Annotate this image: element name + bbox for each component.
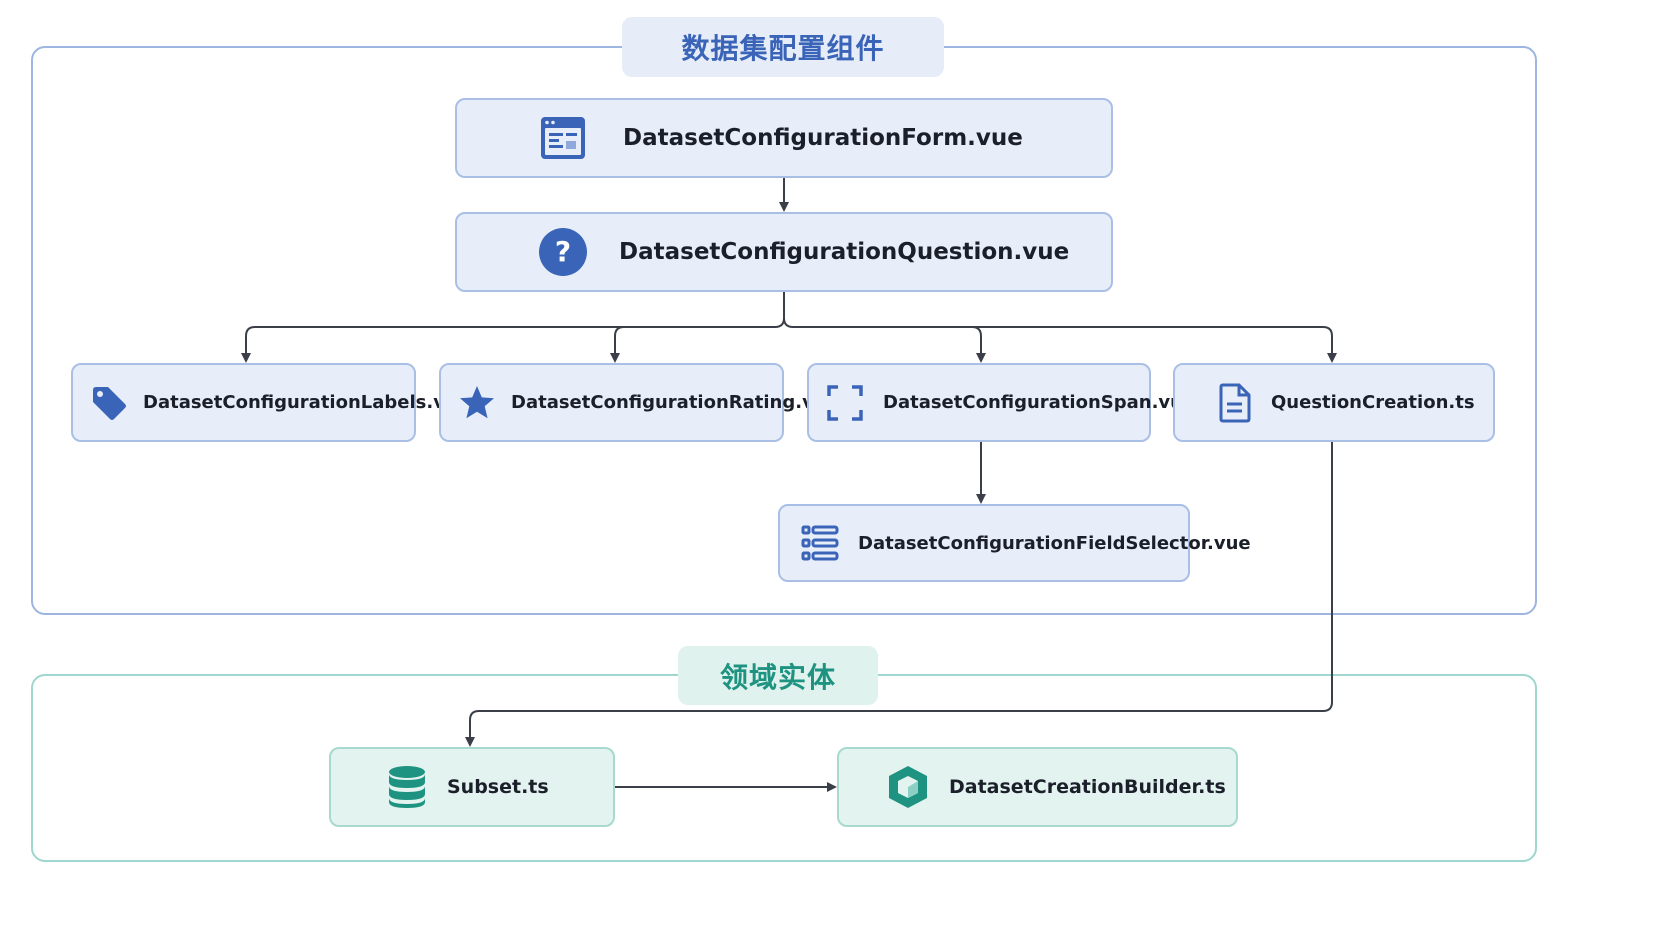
node-dataset-creation-builder[interactable]: DatasetCreationBuilder.ts: [837, 747, 1238, 827]
tag-icon: [89, 384, 129, 422]
node-question-creation[interactable]: QuestionCreation.ts: [1173, 363, 1495, 442]
components-group-title: 数据集配置组件: [622, 17, 944, 77]
node-label: DatasetConfigurationSpan.vue: [883, 392, 1196, 413]
star-icon: [457, 384, 497, 422]
node-dataset-configuration-rating[interactable]: DatasetConfigurationRating.vue: [439, 363, 839, 442]
database-icon: [385, 765, 429, 809]
edge-question-to-span: [783, 317, 986, 363]
document-icon: [1215, 383, 1255, 423]
span-brackets-icon: [825, 384, 865, 422]
node-label: QuestionCreation.ts: [1271, 392, 1475, 413]
domain-group-title: 领域实体: [678, 646, 878, 705]
node-dataset-configuration-question[interactable]: ? DatasetConfigurationQuestion.vue: [455, 212, 1113, 292]
node-dataset-configuration-labels[interactable]: DatasetConfigurationLabels.vue: [71, 363, 470, 442]
edge-question-to-rating: [610, 326, 625, 363]
edge-question-to-questioncreation: [972, 326, 1337, 363]
node-label: DatasetConfigurationQuestion.vue: [619, 239, 1070, 265]
form-window-icon: [537, 115, 589, 161]
question-circle-icon: ?: [537, 227, 589, 277]
list-icon: [800, 524, 840, 562]
node-dataset-configuration-form[interactable]: DatasetConfigurationForm.vue: [455, 98, 1113, 178]
node-dataset-configuration-field-selector[interactable]: DatasetConfigurationFieldSelector.vue: [778, 504, 1251, 582]
node-label: DatasetConfigurationForm.vue: [623, 125, 1023, 151]
node-label: DatasetCreationBuilder.ts: [949, 776, 1226, 798]
cube-icon: [885, 764, 931, 810]
node-label: DatasetConfigurationFieldSelector.vue: [858, 532, 1251, 554]
node-subset[interactable]: Subset.ts: [329, 747, 615, 827]
edge-questioncreation-to-subset: [465, 442, 1333, 747]
svg-text:?: ?: [555, 235, 571, 268]
node-dataset-configuration-span[interactable]: DatasetConfigurationSpan.vue: [807, 363, 1195, 442]
node-label: Subset.ts: [447, 776, 549, 798]
node-label: DatasetConfigurationLabels.vue: [143, 392, 470, 413]
edge-question-to-labels: [241, 292, 785, 363]
node-label: DatasetConfigurationRating.vue: [511, 392, 839, 413]
